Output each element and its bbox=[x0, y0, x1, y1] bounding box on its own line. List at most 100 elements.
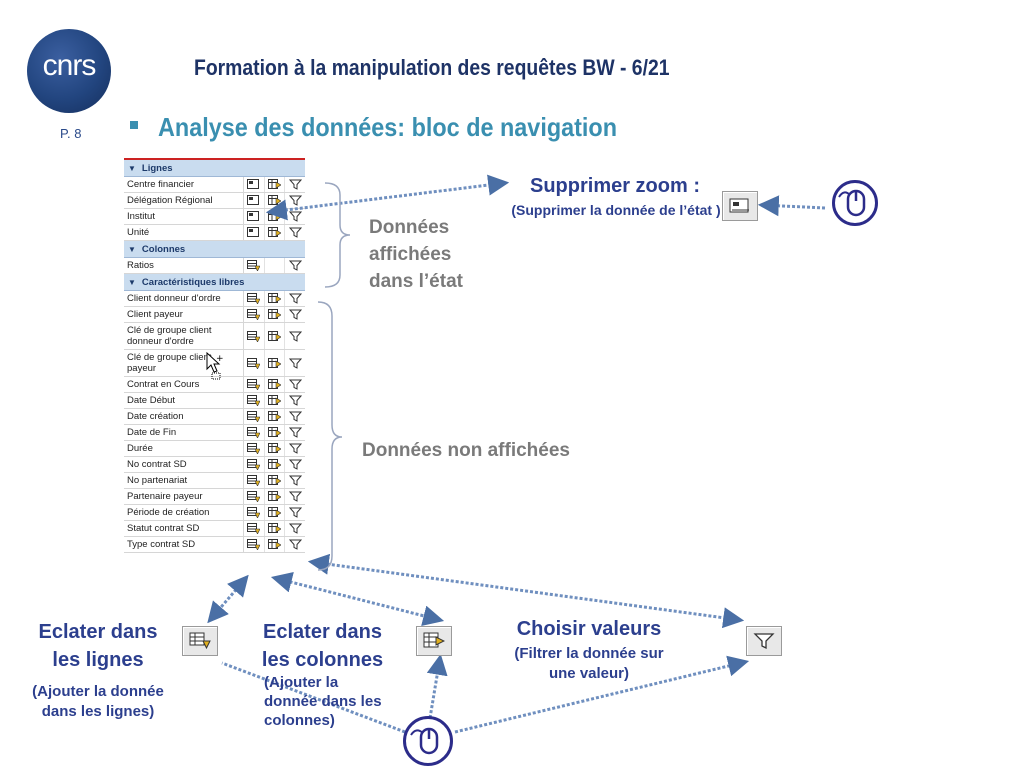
characteristic-row[interactable]: Ratios bbox=[124, 258, 305, 274]
filter-icon[interactable] bbox=[285, 377, 305, 392]
characteristic-row[interactable]: Date Début bbox=[124, 393, 305, 409]
drilldown-columns-icon[interactable] bbox=[265, 537, 286, 552]
drilldown-rows-icon[interactable] bbox=[244, 505, 265, 520]
drilldown-columns-icon[interactable] bbox=[265, 521, 286, 536]
section-label: Caractéristiques libres bbox=[141, 276, 245, 288]
drilldown-rows-icon[interactable] bbox=[244, 323, 265, 349]
characteristic-label[interactable]: Type contrat SD bbox=[124, 537, 245, 552]
filter-icon[interactable] bbox=[285, 489, 305, 504]
drilldown-rows-icon[interactable] bbox=[244, 393, 265, 408]
filter-icon[interactable] bbox=[285, 291, 305, 306]
filter-icon[interactable] bbox=[285, 505, 305, 520]
characteristic-row[interactable]: Période de création bbox=[124, 505, 305, 521]
characteristic-row[interactable]: Clé de groupe client donneur d'ordre bbox=[124, 323, 305, 350]
drilldown-columns-icon[interactable] bbox=[265, 291, 286, 306]
characteristic-row[interactable]: Type contrat SD bbox=[124, 537, 305, 553]
drilldown-columns-icon[interactable] bbox=[265, 409, 286, 424]
drilldown-columns-icon[interactable] bbox=[265, 393, 286, 408]
filter-icon[interactable] bbox=[285, 425, 305, 440]
drilldown-columns-icon[interactable] bbox=[265, 323, 286, 349]
characteristic-label[interactable]: Institut bbox=[124, 209, 245, 224]
characteristic-label[interactable]: Contrat en Cours bbox=[124, 377, 245, 392]
drilldown-rows-icon[interactable] bbox=[244, 457, 265, 472]
characteristic-row[interactable]: Durée bbox=[124, 441, 305, 457]
section-header[interactable]: ▼Lignes bbox=[124, 160, 305, 177]
characteristic-row[interactable]: Client donneur d'ordre bbox=[124, 291, 305, 307]
characteristic-row[interactable]: No contrat SD bbox=[124, 457, 305, 473]
drilldown-rows-icon[interactable] bbox=[244, 489, 265, 504]
drilldown-rows-icon[interactable] bbox=[244, 377, 265, 392]
drilldown-columns-icon[interactable] bbox=[265, 377, 286, 392]
filter-icon[interactable] bbox=[285, 409, 305, 424]
characteristic-label[interactable]: Date Début bbox=[124, 393, 245, 408]
characteristic-row[interactable]: Partenaire payeur bbox=[124, 489, 305, 505]
characteristic-label[interactable]: Statut contrat SD bbox=[124, 521, 245, 536]
characteristic-label[interactable]: Partenaire payeur bbox=[124, 489, 245, 504]
drilldown-rows-icon[interactable] bbox=[244, 473, 265, 488]
drilldown-columns-icon[interactable] bbox=[416, 626, 452, 656]
characteristic-row[interactable]: Contrat en Cours bbox=[124, 377, 305, 393]
characteristic-label[interactable]: Unité bbox=[124, 225, 245, 240]
drilldown-rows-icon[interactable] bbox=[244, 307, 265, 322]
remove-drilldown-icon[interactable] bbox=[244, 177, 265, 192]
drilldown-rows-icon[interactable] bbox=[244, 425, 265, 440]
drilldown-columns-icon[interactable] bbox=[265, 473, 286, 488]
collapse-triangle-icon[interactable]: ▼ bbox=[128, 277, 136, 287]
filter-icon[interactable] bbox=[285, 307, 305, 322]
characteristic-label[interactable]: Client donneur d'ordre bbox=[124, 291, 245, 306]
drilldown-rows-icon[interactable] bbox=[244, 441, 265, 456]
drilldown-columns-icon[interactable] bbox=[265, 457, 286, 472]
drilldown-rows-icon[interactable] bbox=[244, 350, 265, 376]
characteristic-row[interactable]: Date création bbox=[124, 409, 305, 425]
collapse-triangle-icon[interactable]: ▼ bbox=[128, 163, 136, 173]
drilldown-rows-icon[interactable] bbox=[244, 258, 265, 273]
characteristic-label[interactable]: Clé de groupe client payeur bbox=[124, 350, 245, 376]
characteristic-row[interactable]: Unité bbox=[124, 225, 305, 241]
drilldown-columns-icon[interactable] bbox=[265, 307, 286, 322]
filter-icon[interactable] bbox=[285, 457, 305, 472]
section-header[interactable]: ▼ Caractéristiques libres bbox=[124, 274, 305, 291]
filter-icon[interactable] bbox=[285, 323, 305, 349]
drilldown-rows-icon[interactable] bbox=[244, 291, 265, 306]
characteristic-label[interactable]: Période de création bbox=[124, 505, 245, 520]
drilldown-rows-icon[interactable] bbox=[244, 521, 265, 536]
section-header[interactable]: ▼Colonnes bbox=[124, 241, 305, 258]
drilldown-columns-icon[interactable] bbox=[265, 350, 286, 376]
filter-icon[interactable] bbox=[285, 225, 305, 240]
filter-icon[interactable] bbox=[285, 393, 305, 408]
filter-icon[interactable] bbox=[285, 258, 305, 273]
characteristic-row[interactable]: No partenariat bbox=[124, 473, 305, 489]
filter-icon[interactable] bbox=[285, 350, 305, 376]
characteristic-row[interactable]: Date de Fin bbox=[124, 425, 305, 441]
characteristic-label[interactable]: Délégation Régional bbox=[124, 193, 245, 208]
drilldown-columns-icon[interactable] bbox=[265, 225, 286, 240]
drilldown-rows-icon[interactable] bbox=[244, 537, 265, 552]
characteristic-row[interactable]: Statut contrat SD bbox=[124, 521, 305, 537]
drilldown-columns-icon[interactable] bbox=[265, 505, 286, 520]
characteristic-row[interactable]: Client payeur bbox=[124, 307, 305, 323]
drilldown-columns-icon[interactable] bbox=[265, 441, 286, 456]
filter-icon[interactable] bbox=[285, 473, 305, 488]
remove-drilldown-icon[interactable] bbox=[722, 191, 758, 221]
characteristic-label[interactable]: No partenariat bbox=[124, 473, 245, 488]
characteristic-label[interactable]: Date création bbox=[124, 409, 245, 424]
characteristic-label[interactable]: Clé de groupe client donneur d'ordre bbox=[124, 323, 245, 349]
characteristic-label[interactable]: No contrat SD bbox=[124, 457, 245, 472]
filter-icon[interactable] bbox=[746, 626, 782, 656]
remove-drilldown-icon[interactable] bbox=[244, 193, 265, 208]
collapse-triangle-icon[interactable]: ▼ bbox=[128, 244, 136, 254]
remove-drilldown-icon[interactable] bbox=[244, 209, 265, 224]
filter-icon[interactable] bbox=[285, 537, 305, 552]
drilldown-columns-icon[interactable] bbox=[265, 489, 286, 504]
filter-icon[interactable] bbox=[285, 441, 305, 456]
characteristic-label[interactable]: Ratios bbox=[124, 258, 245, 273]
characteristic-label[interactable]: Date de Fin bbox=[124, 425, 245, 440]
filter-icon[interactable] bbox=[285, 521, 305, 536]
characteristic-label[interactable]: Durée bbox=[124, 441, 245, 456]
drilldown-rows-icon[interactable] bbox=[182, 626, 218, 656]
drilldown-columns-icon[interactable] bbox=[265, 425, 286, 440]
remove-drilldown-icon[interactable] bbox=[244, 225, 265, 240]
characteristic-label[interactable]: Client payeur bbox=[124, 307, 245, 322]
drilldown-rows-icon[interactable] bbox=[244, 409, 265, 424]
characteristic-label[interactable]: Centre financier bbox=[124, 177, 245, 192]
